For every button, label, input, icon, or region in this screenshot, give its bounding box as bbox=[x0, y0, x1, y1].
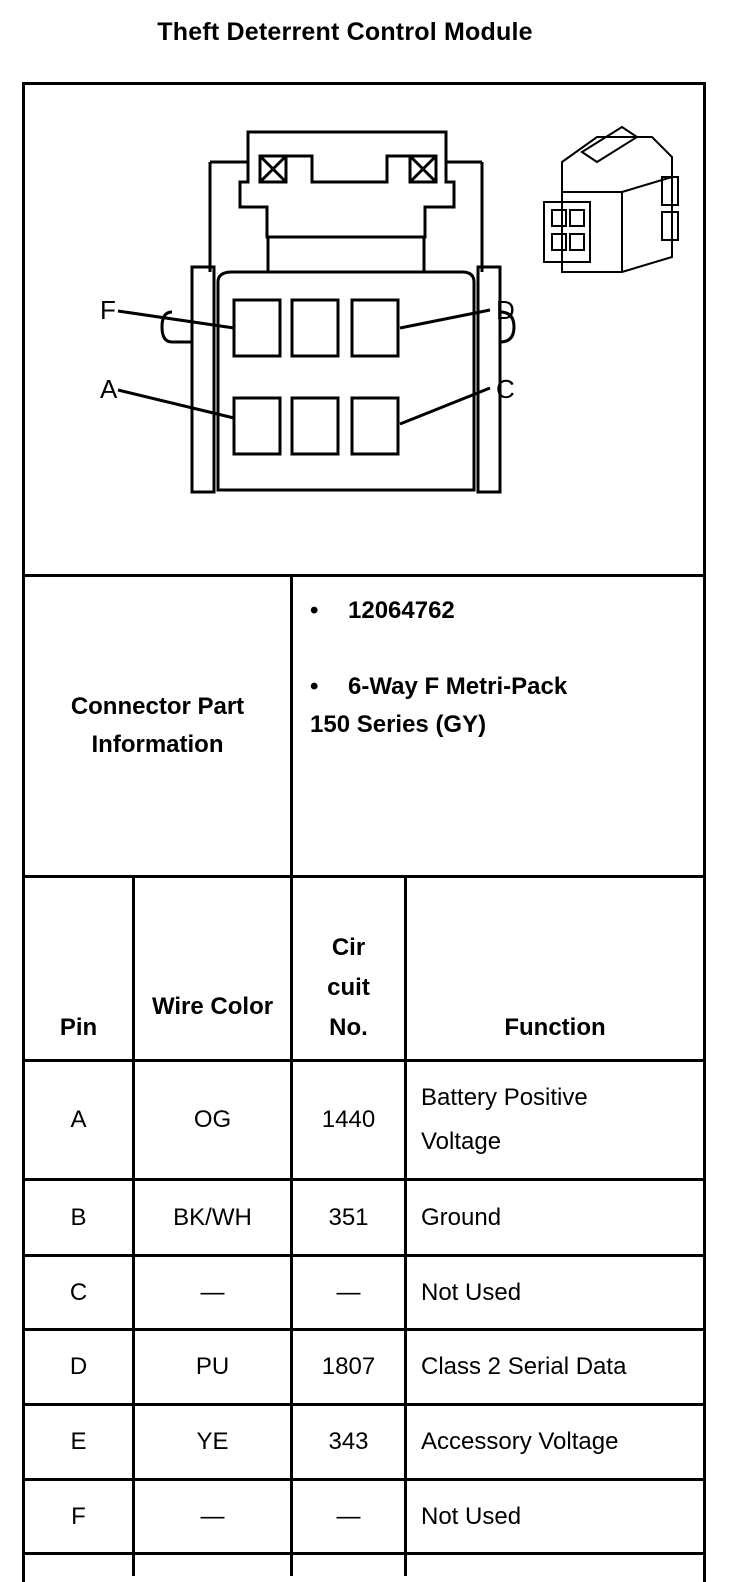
cell-wire-color: PU bbox=[195, 1353, 230, 1380]
connector-type: •6-Way F Metri-Pack bbox=[310, 673, 568, 700]
cell-circuit: 351 bbox=[328, 1203, 369, 1231]
header-pin: Pin bbox=[59, 1014, 98, 1041]
divider bbox=[22, 1059, 706, 1062]
cell-circuit: — bbox=[336, 1278, 361, 1306]
cell-circuit: 1440 bbox=[321, 1106, 376, 1133]
pinout-table-frame bbox=[22, 82, 706, 1582]
cell-circuit: 343 bbox=[328, 1428, 369, 1455]
header-circuit: Cir cuit No. bbox=[327, 934, 370, 1041]
divider bbox=[290, 574, 293, 1576]
divider bbox=[22, 574, 706, 577]
cell-wire-color: — bbox=[200, 1278, 225, 1306]
cell-function: Accessory Voltage bbox=[421, 1428, 619, 1455]
cell-circuit: — bbox=[336, 1502, 361, 1530]
connector-part-info-label: Connector Part Information bbox=[70, 693, 245, 758]
cell-pin: B bbox=[70, 1203, 87, 1231]
cell-circuit: 1807 bbox=[321, 1353, 376, 1380]
divider bbox=[132, 875, 135, 1576]
pin-label-c: C bbox=[496, 374, 515, 404]
cell-pin: E bbox=[70, 1428, 87, 1455]
divider bbox=[22, 1552, 706, 1555]
cell-pin: C bbox=[69, 1278, 88, 1306]
connector-series: 150 Series (GY) bbox=[310, 711, 487, 738]
cell-function: Not Used bbox=[421, 1502, 522, 1530]
page-title: Theft Deterrent Control Module bbox=[157, 18, 533, 46]
cell-pin: A bbox=[70, 1106, 87, 1133]
divider bbox=[404, 875, 407, 1576]
pin-label-f: F bbox=[100, 295, 116, 325]
cell-wire-color: OG bbox=[193, 1106, 232, 1133]
cell-wire-color: — bbox=[200, 1502, 225, 1530]
cell-function: Ground bbox=[421, 1203, 502, 1231]
divider bbox=[22, 1178, 706, 1181]
divider bbox=[22, 1254, 706, 1257]
cell-function: Class 2 Serial Data bbox=[421, 1353, 627, 1380]
cell-wire-color: YE bbox=[196, 1428, 229, 1455]
pin-label-d: D bbox=[496, 295, 515, 325]
connector-part-info: •12064762 •6-Way F Metri-Pack 150 Series… bbox=[310, 592, 690, 744]
part-number: •12064762 bbox=[310, 597, 455, 624]
cell-pin: D bbox=[69, 1353, 88, 1380]
cell-wire-color: BK/WH bbox=[173, 1203, 252, 1231]
header-function: Function bbox=[504, 1014, 606, 1041]
cell-pin: F bbox=[71, 1502, 86, 1530]
pin-label-a: A bbox=[100, 374, 118, 404]
cell-function: Battery Positive Voltage bbox=[421, 1084, 588, 1155]
header-wire-color: Wire Color bbox=[151, 993, 274, 1020]
divider bbox=[22, 875, 706, 878]
divider bbox=[22, 1328, 706, 1331]
cell-function: Not Used bbox=[421, 1278, 522, 1306]
divider bbox=[22, 1403, 706, 1406]
divider bbox=[22, 1478, 706, 1481]
connector-face-diagram: F D A C bbox=[100, 125, 679, 494]
